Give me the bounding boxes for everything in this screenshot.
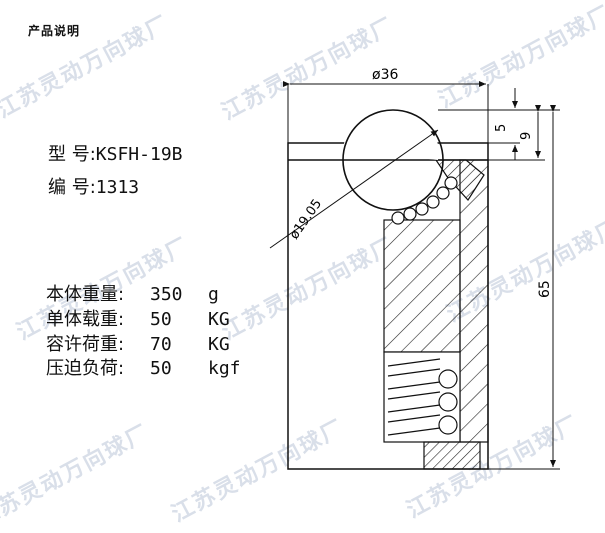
property-row: 本体重量: 350 g [46,280,219,306]
dim-width-label: ø36 [372,67,398,83]
code-value: 1313 [95,177,140,198]
property-value: 350 [150,284,183,305]
retainer-ring [434,159,485,201]
model-spec: 型 号:KSFH-19B [48,140,183,166]
dim-top2-label: 9 [519,132,534,140]
property-label: 容许荷重: [46,334,125,355]
code-spec: 编 号:1313 [48,173,139,199]
property-unit: g [208,284,219,305]
bottom-plug [423,441,481,470]
property-value: 70 [150,334,172,355]
model-value: KSFH-19B [95,144,183,165]
property-label: 压迫负荷: [46,358,125,379]
main-ball [342,109,444,211]
dim-ball-label: ø19.05 [287,197,325,243]
support-balls [391,176,458,225]
dim-height-label: 65 [537,280,553,298]
spring [383,351,461,443]
inner-cup-hatch [383,219,461,353]
property-row: 单体载重: 50 KG [46,305,230,331]
cross-section-drawing: ø36 ø19.05 5 9 65 [269,67,560,470]
property-unit: kgf [208,358,241,379]
property-value: 50 [150,358,172,379]
housing-wall-hatch [459,159,489,443]
dimensions [269,81,560,470]
property-unit: KG [208,309,230,330]
code-label: 编 号: [48,177,96,198]
property-row: 容许荷重: 70 KG [46,330,230,356]
model-label: 型 号: [48,144,96,165]
property-label: 单体载重: [46,309,125,330]
property-row: 压迫负荷: 50 kgf [46,354,241,380]
property-label: 本体重量: [46,284,125,305]
page-title: 产品说明 [28,24,81,38]
dim-top1-label: 5 [494,124,509,132]
property-unit: KG [208,334,230,355]
property-value: 50 [150,309,172,330]
